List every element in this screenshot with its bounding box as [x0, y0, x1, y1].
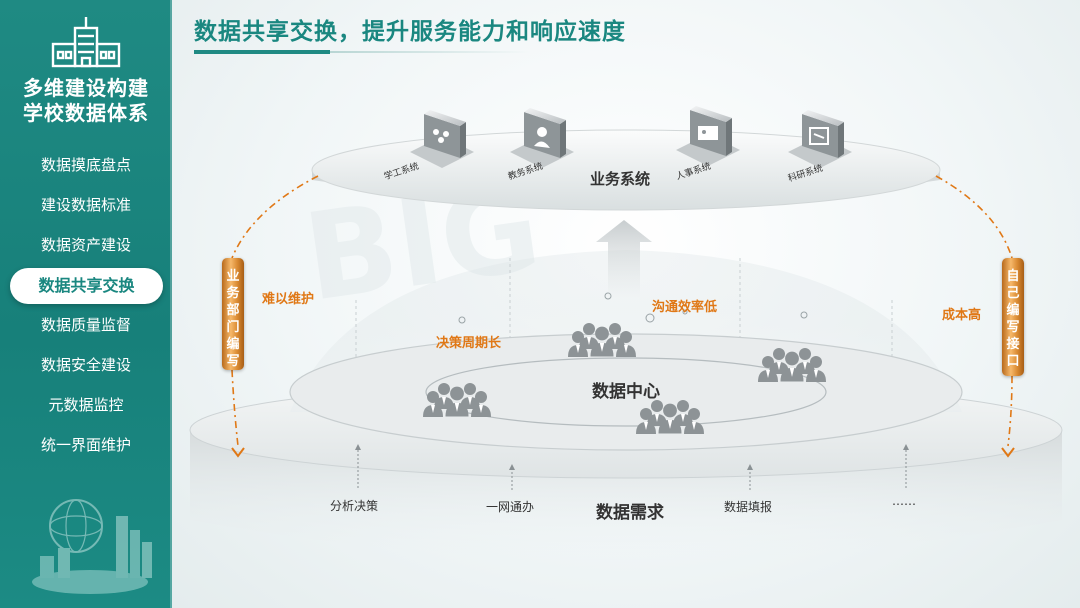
- right-note: 成本高: [942, 308, 982, 323]
- right-tube: 自己编写接口: [1002, 258, 1024, 376]
- left-note: 难以维护: [262, 292, 315, 307]
- demand-item-more: ……: [892, 494, 916, 508]
- city-globe-decoration: [32, 499, 152, 594]
- menu-item-quality[interactable]: 数据质量监督: [40, 316, 131, 334]
- demand-title: 数据需求: [596, 503, 664, 523]
- left-tube-label: 业务部门编写: [226, 269, 240, 369]
- demand-item-reporting: 数据填报: [724, 500, 773, 514]
- right-tube-label: 自己编写接口: [1006, 269, 1020, 369]
- menu-item-inventory[interactable]: 数据摸底盘点: [40, 156, 131, 174]
- left-tube: 业务部门编写: [222, 258, 244, 370]
- title-underline-fade: [330, 51, 530, 53]
- system-box-student-affairs: [410, 110, 474, 168]
- demand-item-one-stop: 一网通办: [486, 500, 535, 514]
- sidebar-title-line2: 学校数据体系: [23, 101, 149, 125]
- right-flow-arc: [935, 175, 1013, 447]
- menu-item-security[interactable]: 数据安全建设: [40, 356, 131, 374]
- issue-decision-cycle: 决策周期长: [436, 336, 502, 351]
- system-box-research: [788, 110, 852, 168]
- right-arrow-down-icon: [1001, 447, 1015, 458]
- demand-up-arrowheads: [355, 444, 909, 470]
- sidebar-title: 多维建设构建 学校数据体系: [0, 76, 172, 126]
- up-arrow-icon: [596, 220, 652, 300]
- menu-item-sharing[interactable]: 数据共享交换: [10, 268, 163, 304]
- architecture-diagram: BIG: [189, 106, 1063, 560]
- page-title: 数据共享交换，提升服务能力和响应速度: [194, 19, 626, 45]
- data-center-title: 数据中心: [592, 382, 660, 402]
- school-building-icon: [51, 17, 121, 68]
- left-flow-arc: [231, 175, 319, 447]
- menu-item-assets[interactable]: 数据资产建设: [40, 236, 131, 254]
- left-arrow-down-icon: [231, 447, 245, 458]
- sidebar-menu: 数据摸底盘点 建设数据标准 数据资产建设 数据共享交换 数据质量监督 数据安全建…: [0, 146, 172, 466]
- business-system-title: 业务系统: [590, 170, 651, 188]
- sidebar: 多维建设构建 学校数据体系 数据摸底盘点 建设数据标准 数据资产建设 数据共享交…: [0, 0, 172, 608]
- demand-item-analysis: 分析决策: [330, 499, 379, 513]
- main-content: 数据共享交换，提升服务能力和响应速度: [172, 0, 1080, 608]
- menu-item-standards[interactable]: 建设数据标准: [40, 196, 131, 214]
- issue-communication: 沟通效率低: [652, 300, 718, 315]
- system-box-academic-affairs: [510, 108, 574, 168]
- menu-item-interface[interactable]: 统一界面维护: [40, 436, 131, 454]
- menu-item-metadata[interactable]: 元数据监控: [48, 396, 124, 414]
- system-box-personnel: [676, 106, 740, 166]
- title-underline: [194, 50, 330, 54]
- sidebar-title-line1: 多维建设构建: [23, 76, 149, 100]
- demand-up-lines: [357, 448, 907, 490]
